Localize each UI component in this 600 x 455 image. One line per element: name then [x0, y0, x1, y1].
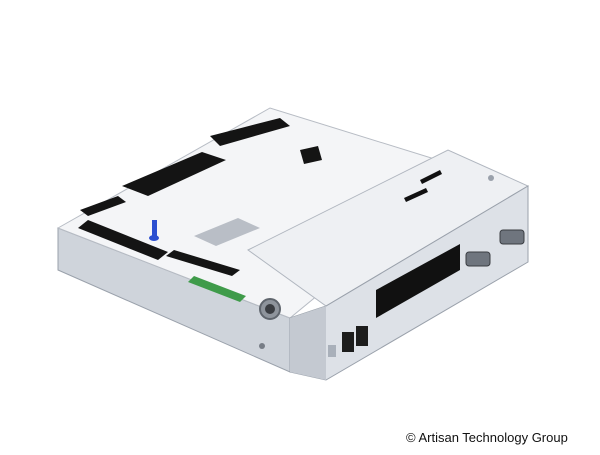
connector-block — [80, 196, 126, 216]
db9-connector — [499, 229, 525, 245]
connector-block — [166, 250, 240, 276]
slot — [404, 188, 428, 202]
screw — [488, 175, 494, 181]
screw — [259, 343, 265, 349]
copyright-watermark: © Artisan Technology Group — [406, 430, 568, 445]
front-connector-bank — [376, 244, 460, 318]
raised-box-side — [290, 306, 326, 380]
round-connector-core — [265, 304, 275, 314]
rj45-port — [342, 332, 354, 352]
heatsink-plate — [194, 218, 260, 246]
blue-jumper — [152, 220, 157, 238]
connector-block — [300, 146, 322, 164]
usb-port — [328, 345, 336, 357]
connector-block — [122, 152, 226, 196]
connector-block — [210, 118, 290, 146]
connector-block — [78, 220, 168, 260]
db9-connector — [465, 251, 491, 267]
slot — [420, 170, 442, 184]
blue-jumper-base — [149, 235, 159, 241]
green-terminal-strip — [188, 276, 246, 302]
rj45-port — [356, 326, 368, 346]
